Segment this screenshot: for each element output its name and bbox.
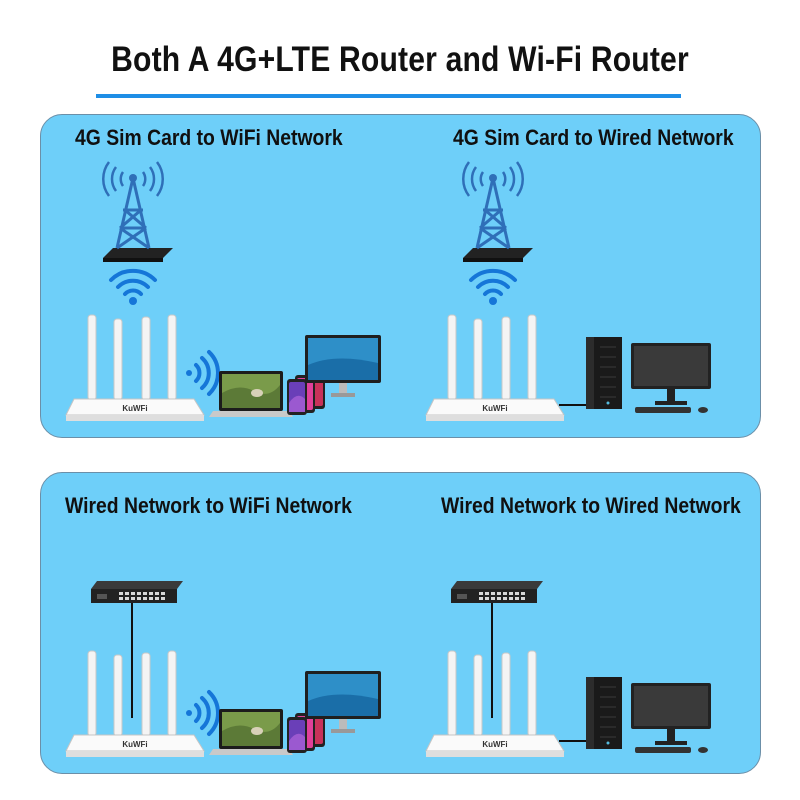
- router-icon: KuWFi: [425, 650, 565, 757]
- router-icon: KuWFi: [425, 314, 565, 421]
- monitor-icon: [631, 343, 711, 413]
- heading-4g-to-wired: 4G Sim Card to Wired Network: [453, 125, 734, 150]
- desktop-tower-icon: [586, 677, 622, 749]
- router-brand-label: KuWFi: [482, 404, 507, 413]
- heading-wired-to-wifi: Wired Network to WiFi Network: [65, 493, 352, 518]
- desktop-tower-icon: [586, 337, 622, 409]
- heading-wired-to-wired: Wired Network to Wired Network: [441, 493, 741, 518]
- wireless-signal-icon: [186, 350, 220, 396]
- cell-tower-icon: [102, 161, 173, 262]
- wireless-signal-icon: [186, 690, 220, 736]
- router-brand-label: KuWFi: [122, 404, 147, 413]
- monitor-icon: [305, 671, 381, 733]
- heading-4g-to-wifi: 4G Sim Card to WiFi Network: [75, 125, 343, 150]
- network-switch-icon: [91, 581, 183, 603]
- phone-icon: [287, 371, 325, 415]
- cell-tower-icon: [462, 161, 533, 262]
- router-brand-label: KuWFi: [482, 740, 507, 749]
- router-icon: KuWFi: [65, 314, 205, 421]
- laptop-icon: [209, 709, 293, 755]
- title-underline: [96, 94, 681, 98]
- monitor-icon: [305, 335, 381, 397]
- page-title: Both A 4G+LTE Router and Wi-Fi Router: [111, 40, 689, 79]
- wifi-icon: [109, 268, 157, 305]
- network-switch-icon: [451, 581, 543, 603]
- laptop-icon: [209, 371, 293, 417]
- router-brand-label: KuWFi: [122, 740, 147, 749]
- panel-4g-sim: 4G Sim Card to WiFi Network 4G Sim Card …: [40, 114, 761, 438]
- panel-wired: Wired Network to WiFi Network Wired Netw…: [40, 472, 761, 774]
- router-icon: KuWFi: [65, 650, 205, 757]
- monitor-icon: [631, 683, 711, 753]
- wifi-icon: [469, 268, 517, 305]
